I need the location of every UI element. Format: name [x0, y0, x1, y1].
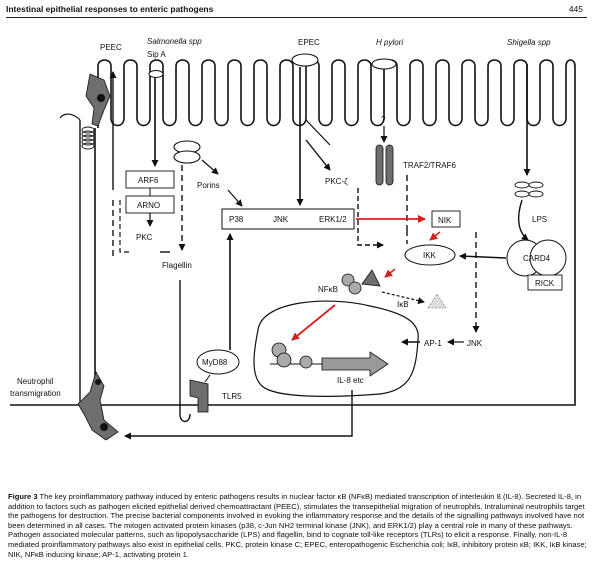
nik-box [431, 210, 461, 228]
pkc-zeta-to-ikk [357, 188, 384, 249]
transmigration-label: transmigration [10, 389, 61, 398]
header-rule [6, 17, 587, 18]
salmonella-label: Salmonella spp [147, 37, 202, 46]
caption-figure-label: Figure 3 [8, 492, 38, 501]
nik-label: NIK [438, 216, 452, 225]
sip-a-label: Sip A [147, 50, 166, 59]
pkc-bracket [119, 200, 130, 253]
erk-label: ERK1/2 [319, 215, 347, 224]
question-label: ? [381, 115, 386, 124]
neutrophil-top-nucleus [97, 94, 105, 102]
nfkb-release-arrow [381, 291, 425, 305]
epec-label: EPEC [298, 38, 320, 47]
sip-vesicle-2 [173, 150, 201, 164]
ikb-label: IκB [397, 300, 409, 309]
jnk2-label: JNK [467, 339, 483, 348]
epithelial-cell-outline [94, 59, 576, 406]
mapk-box [221, 208, 355, 230]
tlr5-to-myd88 [204, 374, 211, 383]
epec-side-line [305, 119, 331, 146]
red-arrow-nfkb-dna [291, 304, 336, 341]
nfkb-circle-2 [348, 281, 362, 295]
nfkb-dna-2 [276, 352, 292, 368]
running-title: Intestinal epithelial responses to enter… [6, 4, 214, 14]
lps-vesicle-3 [514, 190, 530, 198]
nfkb-label: NFκB [318, 285, 338, 294]
neutrophil-bottom-nucleus [100, 423, 108, 431]
lps-vesicle-1 [514, 181, 530, 189]
lps-vesicle-4 [528, 190, 544, 198]
peec-label: PEEC [100, 43, 122, 52]
p38-label: P38 [229, 215, 244, 224]
hpylori-label: H pylori [376, 38, 403, 47]
flagellin-to-tlr5-hook [179, 413, 191, 423]
neutrophil-label: Neutrophil [17, 377, 54, 386]
caption-text: The key proinflammatory pathway induced … [8, 492, 587, 559]
page-number: 445 [568, 4, 583, 14]
tlr5-label: TLR5 [222, 392, 242, 401]
lps-to-card4 [517, 199, 529, 241]
pkc-label: PKC [136, 233, 153, 242]
left-cell-outline [10, 120, 81, 406]
traf-receptor-1 [375, 144, 384, 186]
ap1-label: AP-1 [424, 339, 442, 348]
figure-caption: Figure 3 The key proinflammatory pathway… [8, 492, 590, 559]
ikk-label: IKK [423, 251, 437, 260]
rick-box [527, 274, 563, 291]
left-cell-top [59, 113, 81, 121]
shigella-label: Shigella spp [507, 38, 551, 47]
myd88-oval [196, 349, 240, 375]
traf-label: TRAF2/TRAF6 [403, 161, 456, 170]
lps-vesicle-2 [528, 181, 544, 189]
arno-label: ARNO [137, 201, 160, 210]
rick-label: RICK [535, 279, 555, 288]
card4-label: CARD4 [523, 254, 551, 263]
neutrophil-bottom-nucleus-2 [95, 379, 101, 385]
tlr5-receptor [189, 379, 209, 413]
porins-label: Porins [197, 181, 220, 190]
epec-to-pkc-zeta [305, 139, 331, 171]
il8-label: IL-8 etc [337, 376, 364, 385]
arf6-label: ARF6 [138, 176, 159, 185]
nucleus-outline [253, 300, 419, 397]
il8-gene-arrow [321, 351, 389, 377]
flagellin-label: Flagellin [162, 261, 192, 270]
porins-arrow [201, 159, 219, 175]
il8-secretion-line [124, 390, 353, 440]
ikb-triangle-free [427, 293, 447, 309]
red-arrow-ikk-nfkb [384, 268, 396, 278]
jnk-label: JNK [273, 215, 289, 224]
ap1-dna [299, 355, 313, 369]
hpylori-bacterium [371, 58, 397, 70]
porins-arrow-2 [227, 189, 243, 207]
traf-receptor-2 [385, 144, 394, 186]
tight-junction [81, 126, 95, 150]
nfkb-circle-1 [341, 273, 355, 287]
red-arrow-nik-ikk [429, 231, 441, 241]
salmonella-vesicle-top [148, 70, 164, 78]
myd88-label: MyD88 [202, 358, 228, 367]
epec-bacterium [291, 53, 319, 67]
ikk-oval [404, 244, 456, 266]
pkc-zeta-label: PKC-ζ [325, 177, 348, 186]
lps-label: LPS [532, 215, 547, 224]
ikb-triangle-bound [361, 269, 381, 287]
neutrophil-bottom-shape [77, 370, 119, 441]
card4-to-ikk [459, 252, 507, 260]
pathway-diagram: ARF6 ARNO PKC Porins Flagellin P38 JNK E… [10, 37, 576, 441]
